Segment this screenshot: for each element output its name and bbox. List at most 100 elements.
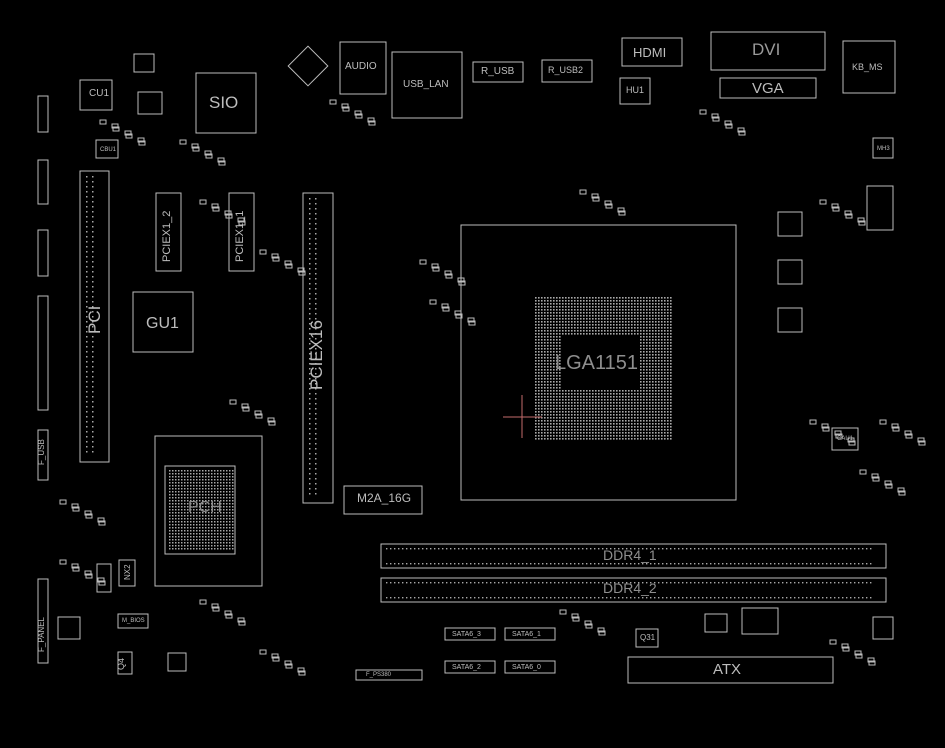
pch-ball bbox=[181, 482, 183, 484]
pci-pin bbox=[86, 226, 88, 228]
ddr-pin bbox=[730, 548, 732, 550]
passive-component bbox=[832, 206, 840, 212]
passive-component bbox=[579, 189, 587, 195]
cpu-pin bbox=[589, 315, 591, 317]
pch-ball bbox=[223, 488, 225, 490]
ddr-pin bbox=[650, 563, 652, 565]
passive-component bbox=[84, 570, 92, 576]
cpu-pin bbox=[571, 321, 573, 323]
cpu-pin bbox=[556, 357, 558, 359]
pciex16-pin bbox=[315, 223, 317, 225]
cpu-pin bbox=[538, 345, 540, 347]
pch-ball bbox=[202, 491, 204, 493]
pch-ball bbox=[223, 527, 225, 529]
cpu-pin bbox=[670, 345, 672, 347]
cpu-pin bbox=[550, 318, 552, 320]
ddr-pin bbox=[466, 597, 468, 599]
pch-ball bbox=[184, 533, 186, 535]
f-usb-label: F_USB bbox=[37, 439, 46, 465]
ddr-pin bbox=[462, 582, 464, 584]
cpu-pin bbox=[661, 435, 663, 437]
cpu-pin bbox=[649, 402, 651, 404]
pch-ball bbox=[208, 506, 210, 508]
cpu-pin bbox=[541, 414, 543, 416]
pciex16-pin bbox=[309, 488, 311, 490]
cpu-pin bbox=[604, 309, 606, 311]
cpu-pin bbox=[601, 414, 603, 416]
cpu-pin bbox=[583, 396, 585, 398]
cpu-pin bbox=[649, 408, 651, 410]
pciex16-pin bbox=[309, 398, 311, 400]
cpu-pin bbox=[559, 402, 561, 404]
ddr-pin bbox=[690, 582, 692, 584]
cpu-pin bbox=[556, 402, 558, 404]
pch-ball bbox=[205, 533, 207, 535]
cpu-pin bbox=[589, 405, 591, 407]
cpu-pin bbox=[622, 405, 624, 407]
cpu-pin bbox=[535, 390, 537, 392]
cpu-pin bbox=[571, 396, 573, 398]
ddr-pin bbox=[474, 563, 476, 565]
cpu-pin bbox=[652, 381, 654, 383]
ddr-pin bbox=[658, 582, 660, 584]
cpu-pin bbox=[595, 435, 597, 437]
pch-ball bbox=[214, 539, 216, 541]
cpu-pin bbox=[586, 321, 588, 323]
pci-pin bbox=[92, 421, 94, 423]
cpu-pin bbox=[592, 330, 594, 332]
cpu-pin bbox=[658, 429, 660, 431]
cpu-pin bbox=[544, 426, 546, 428]
pch-ball bbox=[190, 470, 192, 472]
pch-ball bbox=[202, 518, 204, 520]
cpu-pin bbox=[607, 402, 609, 404]
pch-ball bbox=[226, 482, 228, 484]
cpu-pin bbox=[664, 339, 666, 341]
cpu-pin bbox=[544, 381, 546, 383]
cpu-pin bbox=[625, 417, 627, 419]
cpu-pin bbox=[649, 390, 651, 392]
ddr-pin bbox=[482, 582, 484, 584]
cpu-pin bbox=[643, 432, 645, 434]
com-header bbox=[37, 295, 49, 411]
ddr-pin bbox=[614, 597, 616, 599]
cpu-pin bbox=[631, 315, 633, 317]
pch-ball bbox=[172, 533, 174, 535]
pci-pin bbox=[86, 291, 88, 293]
passive-component bbox=[271, 653, 279, 659]
ddr-pin bbox=[674, 548, 676, 550]
passive-component bbox=[457, 277, 465, 283]
cpu-pin bbox=[592, 306, 594, 308]
cpu-pin bbox=[556, 375, 558, 377]
cpu-pin bbox=[583, 333, 585, 335]
cpu-pin bbox=[586, 423, 588, 425]
cpu-pin bbox=[547, 330, 549, 332]
cpu-pin bbox=[652, 330, 654, 332]
pch-ball bbox=[211, 524, 213, 526]
pch-ball bbox=[211, 482, 213, 484]
cpu-pin bbox=[649, 399, 651, 401]
pch-ball bbox=[196, 497, 198, 499]
cpu-pin bbox=[571, 432, 573, 434]
pch-ball bbox=[220, 533, 222, 535]
cpu-pin bbox=[577, 300, 579, 302]
pch-ball bbox=[187, 524, 189, 526]
cpu-pin bbox=[658, 438, 660, 440]
ddr-pin bbox=[598, 582, 600, 584]
pch-ball bbox=[226, 488, 228, 490]
cpu-pin bbox=[607, 438, 609, 440]
pch-ball bbox=[220, 506, 222, 508]
cpu-pin bbox=[625, 426, 627, 428]
cpu-pin bbox=[634, 303, 636, 305]
cpu-pin bbox=[556, 351, 558, 353]
pch-ball bbox=[220, 524, 222, 526]
cpu-pin bbox=[580, 312, 582, 314]
cpu-pin bbox=[640, 378, 642, 380]
cpu-pin bbox=[604, 327, 606, 329]
pch-ball bbox=[199, 524, 201, 526]
cpu-pin bbox=[610, 399, 612, 401]
cpu-pin bbox=[619, 411, 621, 413]
pch-ball bbox=[232, 512, 234, 514]
cpu-pin bbox=[670, 354, 672, 356]
cpu-pin bbox=[559, 414, 561, 416]
cpu-pin bbox=[535, 417, 537, 419]
